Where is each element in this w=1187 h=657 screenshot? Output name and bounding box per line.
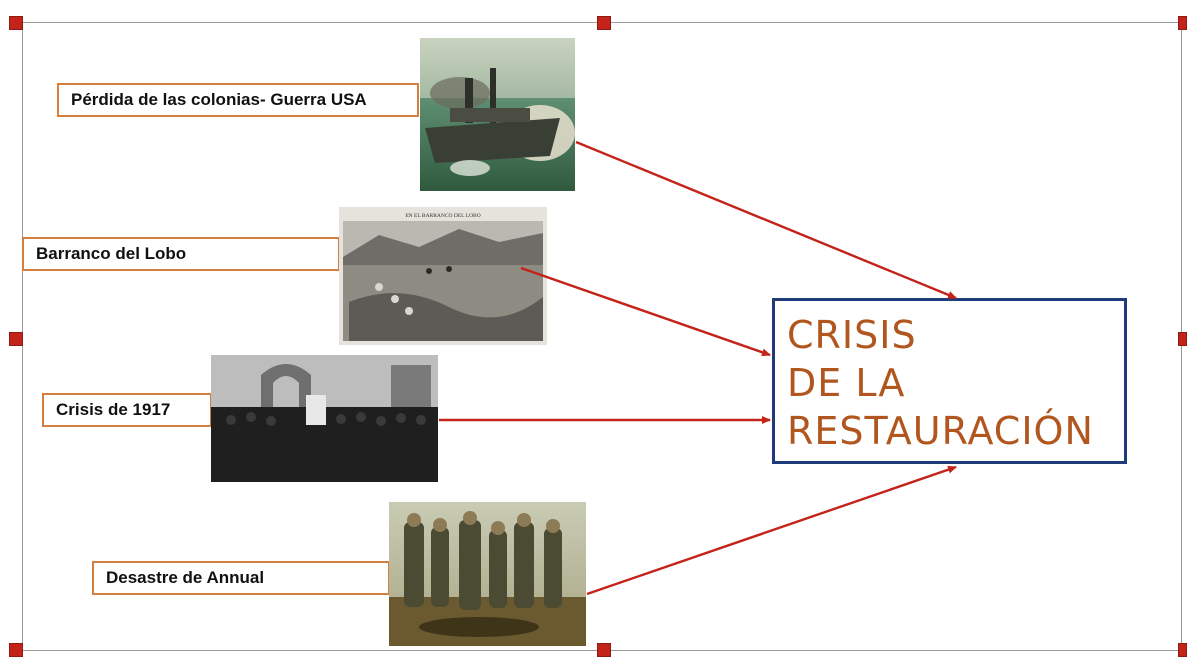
- crisis-restauracion-box: CRISIS DE LA RESTAURACIÓN: [772, 298, 1127, 464]
- barranco-photo-image: EN EL BARRANCO DEL LOBO: [339, 207, 547, 345]
- resize-handle-bottom-left[interactable]: [9, 643, 23, 657]
- soldiers-photo-image: [389, 502, 586, 646]
- cause-label-annual: Desastre de Annual: [92, 561, 390, 595]
- cause-label-barranco: Barranco del Lobo: [22, 237, 340, 271]
- cause-label-text: Crisis de 1917: [56, 400, 171, 419]
- resize-handle-middle-right[interactable]: [1178, 332, 1187, 346]
- resize-handle-top-left[interactable]: [9, 16, 23, 30]
- cause-label-text: Barranco del Lobo: [36, 244, 187, 263]
- center-title-line-1: CRISIS: [787, 313, 917, 357]
- cause-label-colonias: Pérdida de las colonias- Guerra USA: [57, 83, 419, 117]
- cause-label-text: Pérdida de las colonias- Guerra USA: [71, 90, 367, 109]
- photo-caption: EN EL BARRANCO DEL LOBO: [405, 213, 480, 219]
- center-title-line-2: DE LA: [787, 361, 906, 405]
- cause-label-1917: Crisis de 1917: [42, 393, 212, 427]
- resize-handle-bottom-right[interactable]: [1178, 643, 1187, 657]
- resize-handle-top-center[interactable]: [597, 16, 611, 30]
- cause-label-text: Desastre de Annual: [106, 568, 265, 587]
- battleship-painting-image: [420, 38, 575, 191]
- resize-handle-top-right[interactable]: [1178, 16, 1187, 30]
- resize-handle-bottom-center[interactable]: [597, 643, 611, 657]
- resize-handle-middle-left[interactable]: [9, 332, 23, 346]
- center-title-line-3: RESTAURACIÓN: [787, 409, 1094, 453]
- crowd-photo-image: [211, 355, 438, 482]
